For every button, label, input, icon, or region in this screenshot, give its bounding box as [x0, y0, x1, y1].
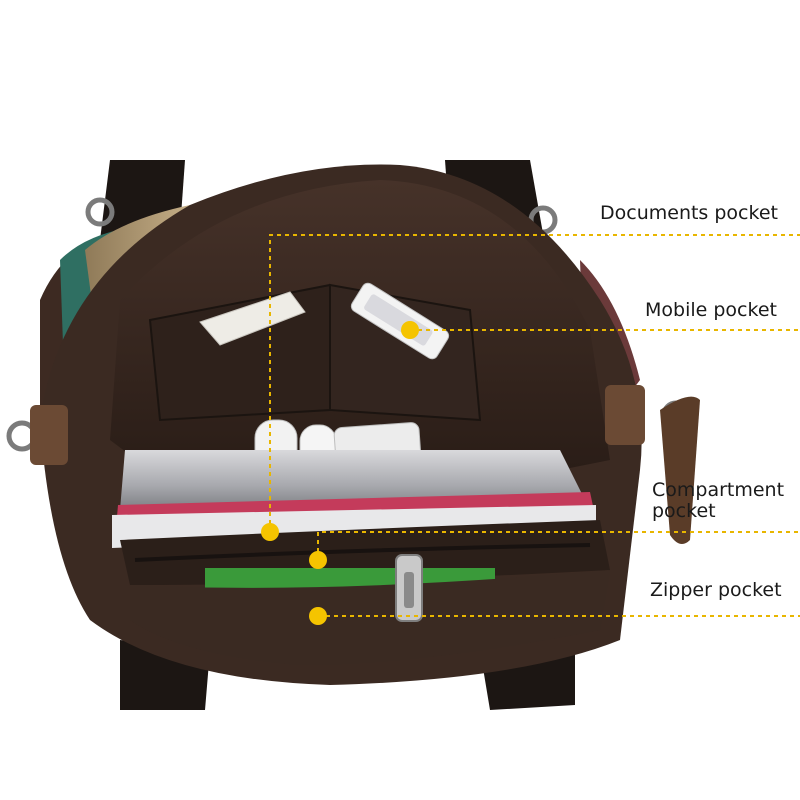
front-lower-panel [130, 570, 610, 665]
marker-mobile [401, 321, 419, 339]
label-compartment-line1: Compartment [652, 479, 785, 501]
zipper-puller [395, 554, 423, 622]
leather-tabs [30, 385, 700, 544]
callout-markers [261, 321, 419, 625]
label-zipper-pocket: Zipper pocket [650, 579, 782, 601]
marker-compartment [309, 551, 327, 569]
zipper-line [134, 543, 591, 562]
marker-documents [261, 523, 279, 541]
label-mobile-pocket: Mobile pocket [645, 299, 777, 321]
marker-zipper [309, 607, 327, 625]
label-documents-pocket: Documents pocket [600, 202, 778, 224]
label-compartment-line2: pocket [652, 500, 716, 522]
callout-lines [269, 234, 800, 617]
label-compartment-pocket: Compartment pocket [652, 480, 784, 522]
